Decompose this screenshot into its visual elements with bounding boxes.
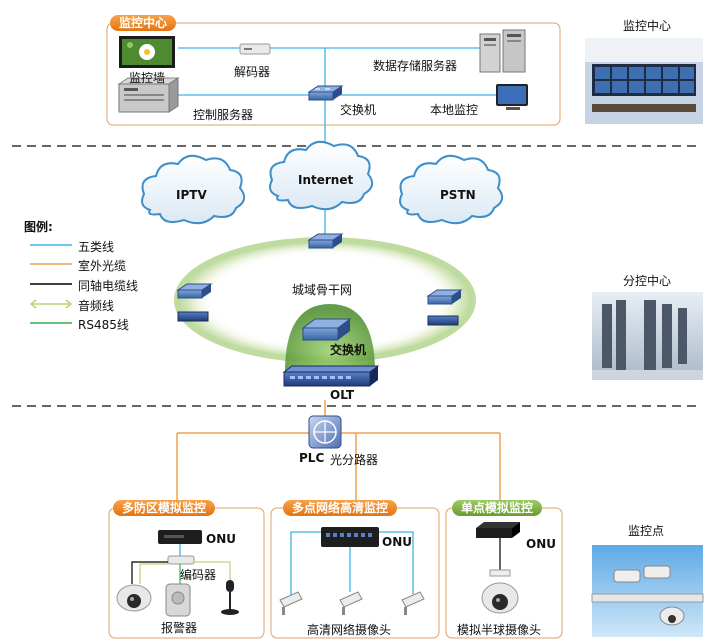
- local-monitor-label: 本地监控: [430, 103, 479, 117]
- right-monitoring-point-label: 监控点: [628, 524, 665, 538]
- monitor-wall-icon: [119, 36, 175, 68]
- encoder-label: 编码器: [180, 568, 217, 582]
- olt-icon: [282, 365, 380, 387]
- alarm-icon: [165, 583, 191, 617]
- dome-camera-icon-site-3: [481, 569, 519, 614]
- pstn-label: PSTN: [440, 188, 476, 202]
- control-server-label: 控制服务器: [193, 108, 254, 122]
- encoder-icon: [167, 555, 195, 565]
- hd-camera-icon-1: [279, 591, 303, 615]
- ring-switch-left-icon: [176, 283, 213, 322]
- ring-switch-right-icon: [426, 289, 463, 326]
- iptv-label: IPTV: [176, 188, 207, 202]
- local-monitor-icon: [496, 84, 528, 110]
- onu-icon-site-3: [476, 522, 520, 538]
- core-switch-icon: [301, 318, 352, 341]
- legend-item-fiber: 室外光缆: [78, 259, 127, 273]
- site-2-title-tag: 多点网络高清监控: [283, 500, 398, 516]
- control-server-icon: [117, 77, 180, 113]
- site-2-onu-label: ONU: [382, 535, 412, 549]
- monitoring-point-photo: [591, 545, 704, 637]
- hd-camera-icon-3: [401, 591, 425, 615]
- right-sub-center-label: 分控中心: [623, 274, 672, 288]
- legend-item-audio: 音频线: [78, 299, 115, 313]
- center-switch-label: 交换机: [340, 103, 377, 117]
- storage-server-icon: [479, 29, 526, 73]
- site-3-title-tag: 单点模拟监控: [452, 500, 543, 516]
- hd-camera-icon-2: [339, 591, 363, 615]
- control-center-title-tag: 监控中心: [110, 15, 177, 31]
- control-center-photo: [585, 38, 703, 124]
- legend-item-cat5: 五类线: [78, 240, 115, 254]
- pstn-cloud-icon: [399, 154, 504, 225]
- decoder-icon: [239, 43, 271, 55]
- sub-center-photo: [592, 292, 703, 380]
- decoder-label: 解码器: [234, 65, 271, 79]
- alarm-label: 报警器: [161, 621, 198, 635]
- hd-camera-label: 高清网络摄像头: [307, 623, 392, 637]
- plc-splitter-icon: [308, 415, 342, 449]
- dome-camera-label: 模拟半球摄像头: [457, 623, 542, 637]
- legend-item-coax: 同轴电缆线: [78, 279, 139, 293]
- iptv-cloud-icon: [141, 154, 246, 225]
- legend-item-rs485: RS485线: [78, 318, 129, 332]
- legend-title: 图例:: [24, 220, 53, 234]
- core-switch-label: 交换机: [330, 343, 367, 357]
- legend-lines: [29, 244, 73, 324]
- backbone-ring-label: 城域骨干网: [292, 283, 353, 297]
- right-control-center-label: 监控中心: [623, 19, 672, 33]
- dome-camera-icon-site-1: [116, 584, 152, 612]
- site-1-title-tag: 多防区模拟监控: [113, 500, 216, 516]
- site-1-onu-label: ONU: [206, 532, 236, 546]
- internet-cloud-icon: [269, 140, 374, 211]
- olt-label: OLT: [330, 388, 355, 402]
- storage-server-label: 数据存储服务器: [373, 59, 458, 73]
- onu-icon-site-1: [158, 530, 202, 544]
- onu-switch-icon-site-2: [321, 527, 379, 547]
- microphone-icon: [221, 580, 239, 615]
- plc-label: PLC: [299, 451, 325, 465]
- monitor-wall-label: 监控墙: [129, 71, 166, 85]
- site-3-onu-label: ONU: [526, 537, 556, 551]
- ring-switch-top-icon: [307, 233, 344, 249]
- internet-label: Internet: [298, 173, 354, 187]
- splitter-label: 光分路器: [330, 453, 379, 467]
- center-switch-icon: [307, 85, 344, 101]
